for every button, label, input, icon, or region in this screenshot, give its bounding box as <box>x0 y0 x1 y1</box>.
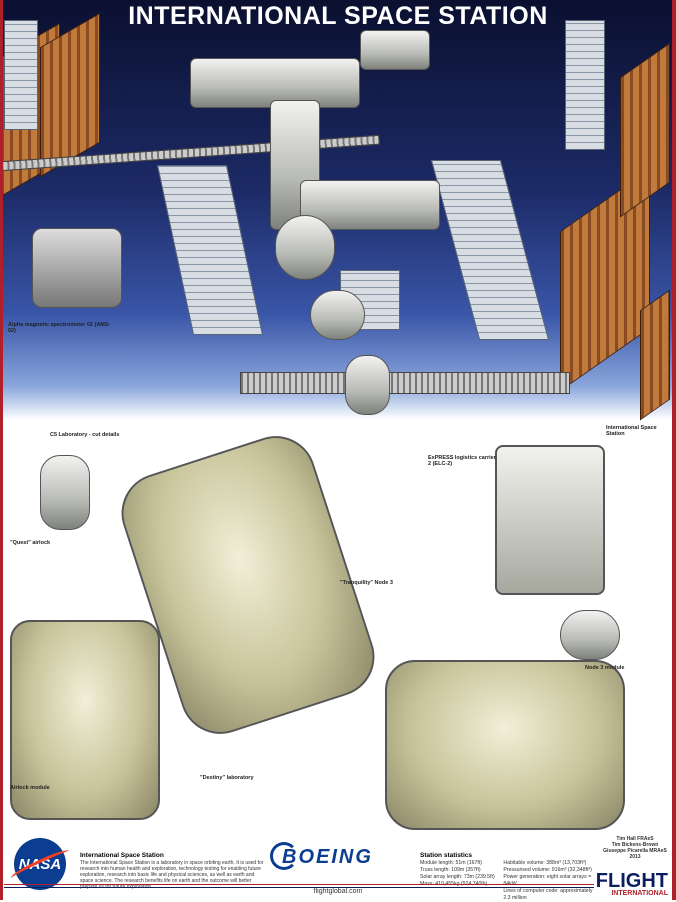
credit-line: 2013 <box>629 854 641 860</box>
node3-detail <box>560 610 620 660</box>
stats-heading: Station statistics <box>420 852 473 859</box>
lab-cutaway-label: C5 Laboratory - cut details <box>50 432 120 438</box>
destiny-label: "Destiny" laboratory <box>200 775 254 781</box>
credit-line: Tim Bickens-Brown <box>611 842 659 848</box>
ams-label: Alpha magnetic spectrometer 02 (AMS-02) <box>8 322 111 334</box>
radiator-panel <box>565 20 605 150</box>
stat-item: Module length: 51m (167ft) <box>420 860 482 866</box>
module <box>360 30 430 70</box>
module <box>275 215 335 280</box>
stat-item: Truss length: 109m (357ft) <box>420 867 481 873</box>
module <box>190 58 360 108</box>
node3-label: Node 3 module <box>585 665 625 671</box>
boeing-symbol-icon <box>270 842 298 870</box>
stat-item: Solar array length: 73m (239.5ft) <box>420 874 495 880</box>
module <box>345 355 390 415</box>
poster-title: INTERNATIONAL SPACE STATION <box>128 2 548 30</box>
credits: Tim Hall FRAeS Tim Bickens-Brown Giusepp… <box>600 836 670 860</box>
key-label: International Space Station <box>606 425 657 437</box>
about-heading: International Space Station <box>80 852 164 859</box>
radiator-panel <box>4 20 38 130</box>
ams-02-detail <box>32 228 122 308</box>
quest-airlock-cutaway <box>10 620 160 820</box>
footer-url[interactable]: flightglobal.com <box>313 888 363 895</box>
quest-label: "Quest" airlock <box>10 540 51 546</box>
boeing-logo: BOEING <box>282 846 373 868</box>
main-truss <box>240 372 570 394</box>
credit-line: Giuseppe Picarella MRAeS <box>603 848 667 854</box>
airlock-label: Airlock module <box>10 785 50 791</box>
elc-label: ExPRESS logistics carrier 2 (ELC-2) <box>428 455 496 467</box>
footer-rule <box>4 884 594 888</box>
tranquility-cutaway <box>385 660 625 830</box>
nasa-logo: NASA <box>14 838 66 890</box>
stat-item: Lines of computer code: approximately 2.… <box>503 888 593 901</box>
credit-line: Tim Hall FRAeS <box>616 836 654 842</box>
stat-item: Habitable volume: 388m³ (13,703ft³) <box>503 860 587 866</box>
module <box>310 290 365 340</box>
elc-2-detail <box>495 445 605 595</box>
lab-rack-detail <box>40 455 90 530</box>
tranquility-label: "Tranquility" Node 3 <box>340 580 393 586</box>
stat-item: Pressurised volume: 916m³ (32,348ft³) <box>503 867 592 873</box>
